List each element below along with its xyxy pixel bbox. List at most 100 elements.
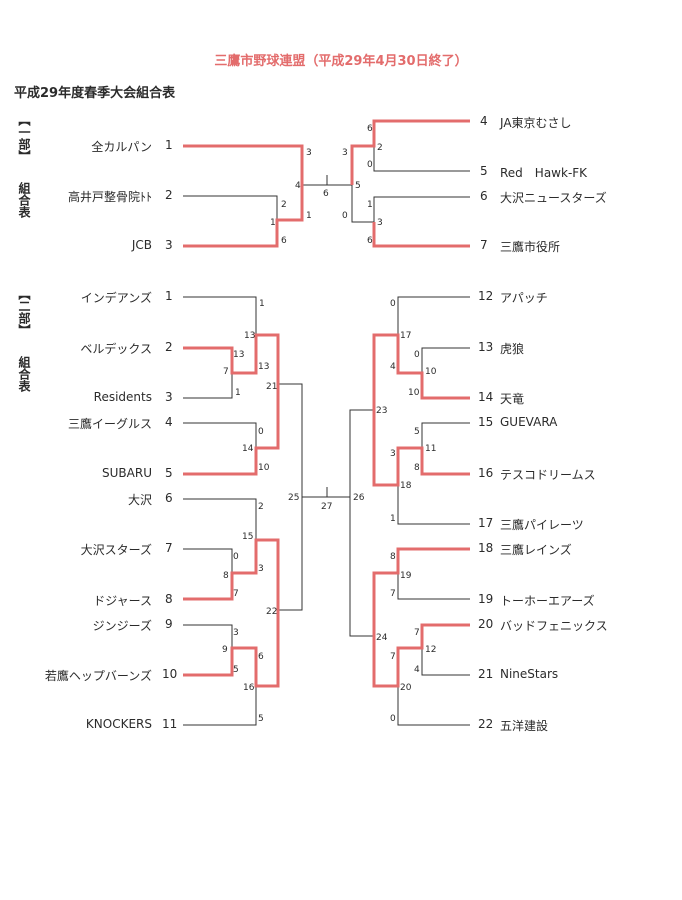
d1-score: 6 [367, 236, 373, 246]
d2-score: 16 [243, 683, 255, 693]
d2-score: 8 [390, 552, 396, 562]
d1-score: 3 [377, 218, 383, 228]
d2-left-team-name: 若鷹ヘップバーンズ [44, 669, 152, 683]
d2-win-line [183, 610, 280, 688]
d2-right-team-name: バッドフェニックス [500, 619, 608, 633]
d2-right-team-name: GUEVARA [500, 415, 558, 429]
d2-right-team-seed: 18 [478, 541, 494, 555]
d2-left-team-seed: 6 [165, 491, 173, 505]
d2-win-line [183, 384, 280, 476]
d1-score: 3 [342, 148, 348, 158]
d2-line [183, 373, 233, 399]
d2-line [421, 422, 470, 448]
d1-left-team-name: JCB [131, 238, 152, 252]
d2-left-team-name: ジンジーズ [92, 619, 152, 633]
d2-match-number: 26 [353, 493, 365, 503]
d2-left-team-seed: 11 [162, 717, 178, 731]
d2-line [278, 383, 303, 497]
d2-line [183, 624, 233, 648]
d2-score: 13 [233, 350, 244, 360]
d2-left-team-name: 大沢スターズ [80, 543, 152, 557]
d1-score: 6 [367, 124, 373, 134]
d2-score: 19 [400, 571, 412, 581]
d1-score: 4 [295, 181, 301, 191]
d2-right-team-name: 三鷹レインズ [500, 543, 572, 557]
d2-line [421, 648, 470, 676]
d1-line [373, 196, 470, 222]
d2-score: 7 [223, 367, 229, 377]
d2-score: 1 [259, 299, 265, 309]
d2-left-team-seed: 10 [162, 667, 178, 681]
d1-right-team-seed: 7 [480, 238, 488, 252]
d2-score: 3 [390, 449, 396, 459]
d2-left-team-seed: 7 [165, 541, 173, 555]
d2-line [183, 296, 257, 335]
d2-right-team-seed: 20 [478, 617, 494, 631]
d2-score: 5 [258, 714, 264, 724]
d2-score: 0 [258, 427, 264, 437]
d1-win-line [350, 119, 470, 185]
d2-line [397, 296, 470, 335]
d2-score: 1 [390, 514, 396, 524]
d2-score: 17 [400, 331, 411, 341]
d2-right-team-name: 三鷹パイレーツ [500, 518, 584, 532]
d2-score: 7 [233, 589, 239, 599]
d2-score: 13 [244, 331, 255, 341]
d1-right-team-seed: 6 [480, 189, 488, 203]
d2-score: 1 [235, 388, 241, 398]
d2-left-team-name: ベルデックス [80, 342, 152, 356]
d2-right-team-name: アパッチ [500, 291, 548, 305]
div2-label-bottom-text: 組合表 [17, 356, 31, 392]
d2-right-team-name: 五洋建設 [500, 719, 549, 733]
d1-right-team-name: Red Hawk-FK [500, 166, 588, 180]
d1-score: 1 [306, 211, 312, 221]
d2-left-team-name: SUBARU [102, 466, 152, 480]
d2-line [183, 422, 257, 448]
d2-win-line [183, 333, 280, 384]
d1-score: 0 [367, 160, 373, 170]
d2-right-team-seed: 15 [478, 415, 494, 429]
d2-score: 0 [390, 714, 396, 724]
d1-right-team-name: JA東京むさし [500, 116, 572, 130]
d2-win-line [372, 333, 470, 410]
d2-right-team-name: テスコドリームス [500, 468, 596, 482]
d2-score: 20 [400, 683, 412, 693]
d2-match-number: 21 [266, 382, 277, 392]
div1-label-top: 【一部】 [16, 114, 32, 165]
d2-match-number: 24 [376, 633, 388, 643]
d2-score: 3 [233, 628, 239, 638]
d1-score: 1 [270, 218, 276, 228]
d1-score: 5 [355, 181, 361, 191]
page-subtitle: 平成29年度春季大会組合表 [14, 86, 176, 101]
d2-score: 10 [258, 463, 270, 473]
d2-score: 14 [242, 444, 254, 454]
d2-right-team-seed: 22 [478, 717, 494, 731]
d2-right-team-seed: 14 [478, 390, 494, 404]
d2-left-team-seed: 2 [165, 340, 173, 354]
d1-line [183, 195, 278, 220]
d2-score: 12 [425, 645, 436, 655]
d2-score: 8 [414, 463, 420, 473]
d1-score: 2 [281, 200, 287, 210]
div2-label-top: 【二部】 [16, 288, 32, 339]
d2-win-line [183, 538, 280, 610]
d2-score: 5 [414, 427, 420, 437]
d2-match-number: 23 [376, 406, 387, 416]
d2-score: 4 [414, 665, 420, 675]
d2-right-team-seed: 13 [478, 340, 494, 354]
d2-left-team-name: インデアンズ [80, 291, 152, 305]
d2-score: 9 [222, 645, 228, 655]
div1-label-top-text: 【一部】 [17, 114, 31, 162]
d2-score: 18 [400, 481, 412, 491]
d2-right-team-seed: 16 [478, 466, 494, 480]
d2-left-team-seed: 9 [165, 617, 173, 631]
d2-line [183, 686, 257, 726]
d1-line [351, 185, 374, 223]
d2-left-team-name: Residents [93, 390, 152, 404]
d2-win-line [372, 410, 470, 487]
d1-win-line [183, 144, 304, 185]
d2-score: 0 [390, 299, 396, 309]
d2-score: 7 [390, 652, 396, 662]
d2-score: 8 [223, 571, 229, 581]
d2-right-team-name: 天竜 [500, 392, 525, 406]
